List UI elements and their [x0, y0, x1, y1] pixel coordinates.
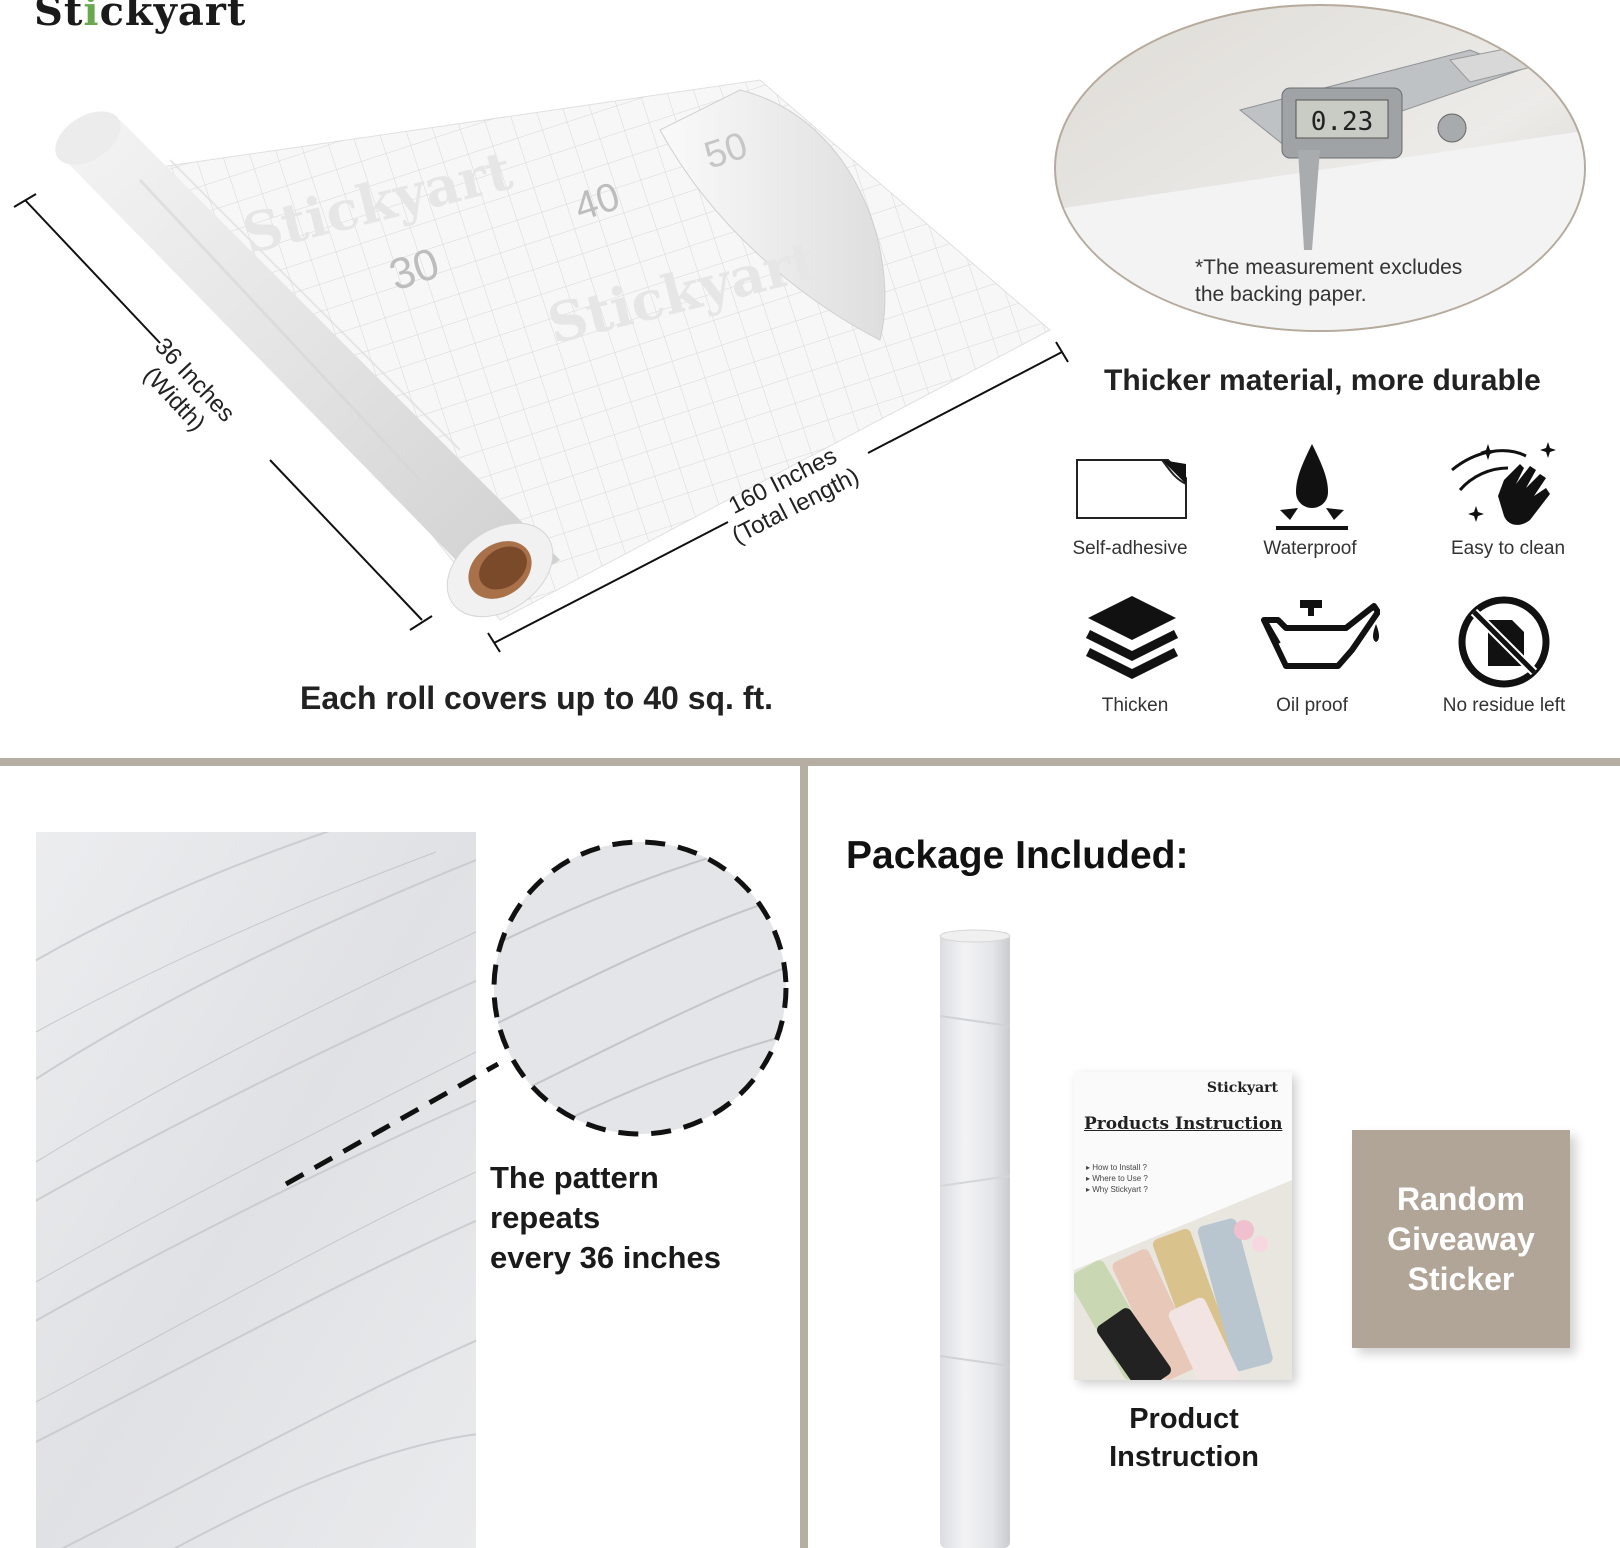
rolled-sticker	[939, 929, 1011, 1548]
brand-logo: Stickyart	[34, 0, 247, 35]
no-residue-icon	[1458, 596, 1550, 688]
pattern-repeat-text: The pattern repeats every 36 inches	[490, 1160, 721, 1275]
coverage-caption: Each roll covers up to 40 sq. ft.	[300, 680, 774, 716]
peel-sticker-icon	[1076, 459, 1187, 519]
section-divider-vertical	[800, 766, 808, 1548]
random-giveaway-sticker: Random Giveaway Sticker	[1352, 1130, 1570, 1348]
booklet-cover-rolls	[1074, 1180, 1292, 1380]
measurement-note: *The measurement excludes the backing pa…	[1195, 256, 1463, 306]
caliper-photo: 0.23	[1054, 4, 1586, 332]
feature-label: Waterproof	[1263, 538, 1357, 559]
water-drop-icon	[1276, 444, 1348, 530]
package-title: Package Included:	[846, 834, 1189, 877]
roll-illustration	[13, 79, 1069, 653]
booklet-logo: Stickyart	[1206, 1080, 1278, 1096]
oil-can-icon	[1261, 600, 1380, 669]
feature-label: No residue left	[1442, 695, 1566, 716]
feature-label: Thicken	[1101, 695, 1169, 716]
feature-label: Oil proof	[1276, 695, 1348, 716]
booklet-list: ▸ How to Install ? ▸ Where to Use ? ▸ Wh…	[1086, 1163, 1148, 1194]
thickness-caption: Thicker material, more durable	[1104, 364, 1541, 397]
pattern-zoom-callout	[284, 839, 789, 1187]
instruction-booklet: Stickyart Products Instruction ▸ How to …	[1074, 1072, 1292, 1380]
feature-label: Easy to clean	[1450, 538, 1566, 559]
section-divider-horizontal	[0, 758, 1620, 766]
layers-icon	[1085, 596, 1179, 680]
booklet-title: Products Instruction	[1084, 1114, 1283, 1134]
caliper-reading: 0.23	[1311, 107, 1374, 137]
product-instruction-label: Product Instruction	[1109, 1403, 1259, 1473]
wipe-hand-icon	[1451, 442, 1556, 525]
feature-label: Self-adhesive	[1072, 538, 1188, 559]
marble-pattern-swatch	[36, 832, 476, 1548]
